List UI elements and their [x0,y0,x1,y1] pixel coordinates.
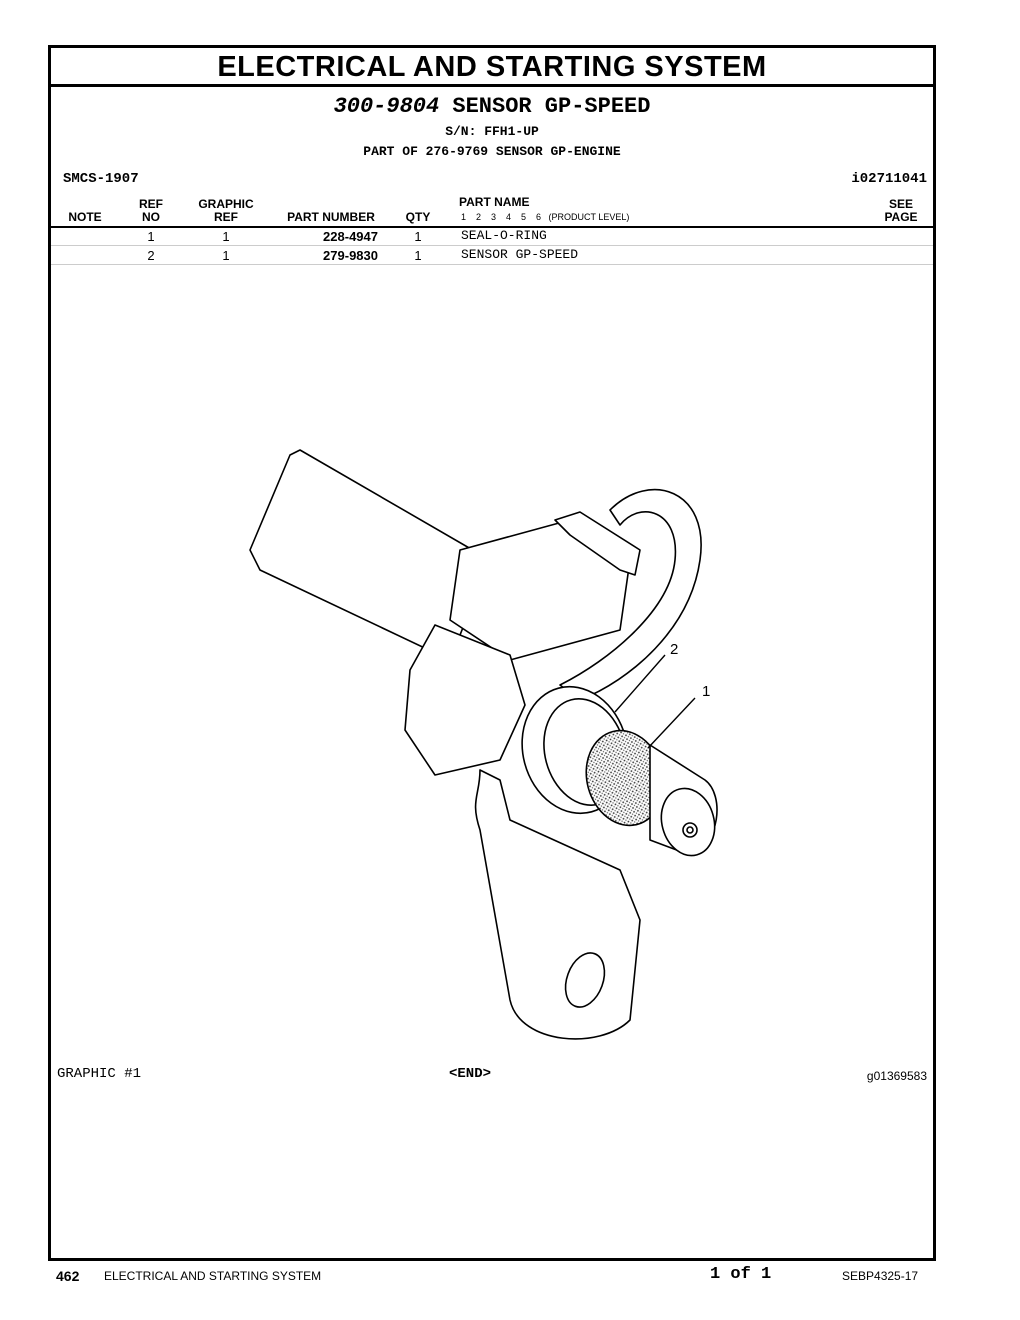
row-qty: 1 [414,248,422,263]
col-qty: QTY [405,210,431,224]
row-ref: 2 [147,248,155,263]
row-qty: 1 [414,229,422,244]
row-graphic-ref: 1 [222,248,230,263]
footer-section: ELECTRICAL AND STARTING SYSTEM [104,1269,322,1283]
row-part-number[interactable]: 228-4947 [323,229,378,244]
row-part-number[interactable]: 279-9830 [323,248,378,263]
col-part-name: PART NAME [459,195,530,209]
row-graphic-ref: 1 [222,229,230,244]
page-count: 1 of 1 [710,1265,772,1284]
row-divider [51,264,933,265]
col-note: NOTE [68,210,102,224]
callout-2: 2 [670,641,678,658]
row-part-name: SEAL-O-RING [461,228,547,243]
group-name: SENSOR GP-SPEED [452,94,651,119]
col-ref-bottom: NO [142,210,160,224]
col-graphic-top: GRAPHIC [198,197,254,211]
group-title: 300-9804 SENSOR GP-SPEED [51,94,933,119]
row-part-name: SENSOR GP-SPEED [461,247,579,262]
smcs-code: SMCS-1907 [63,171,139,187]
row-ref: 1 [147,229,155,244]
sensor-illustration: 2 1 [249,449,718,1040]
page-number: 462 [56,1268,80,1284]
col-see-bottom: PAGE [884,210,918,224]
col-graphic-bottom: REF [214,210,238,224]
end-marker: <END> [449,1066,492,1082]
col-part-number: PART NUMBER [287,210,375,224]
header-rule [51,226,933,228]
part-of: PART OF 276-9769 SENSOR GP-ENGINE [363,144,621,159]
col-see-top: SEE [888,197,913,211]
callout-1: 1 [702,683,710,700]
graphic-id: g01369583 [866,1069,927,1083]
row-divider [51,245,933,246]
doc-id: SEBP4325-17 [842,1269,919,1283]
group-part-number[interactable]: 300-9804 [333,94,440,119]
illustration-ref: i02711041 [851,171,927,187]
col-ref-top: REF [139,197,163,211]
graphic-label: GRAPHIC #1 [57,1066,142,1082]
section-title: ELECTRICAL AND STARTING SYSTEM [51,48,933,87]
serial-number: S/N: FFH1-UP [445,124,539,139]
page-frame: ELECTRICAL AND STARTING SYSTEM 300-9804 … [48,45,936,1261]
col-product-levels: 1 2 3 4 5 6 (PRODUCT LEVEL) [461,212,630,222]
